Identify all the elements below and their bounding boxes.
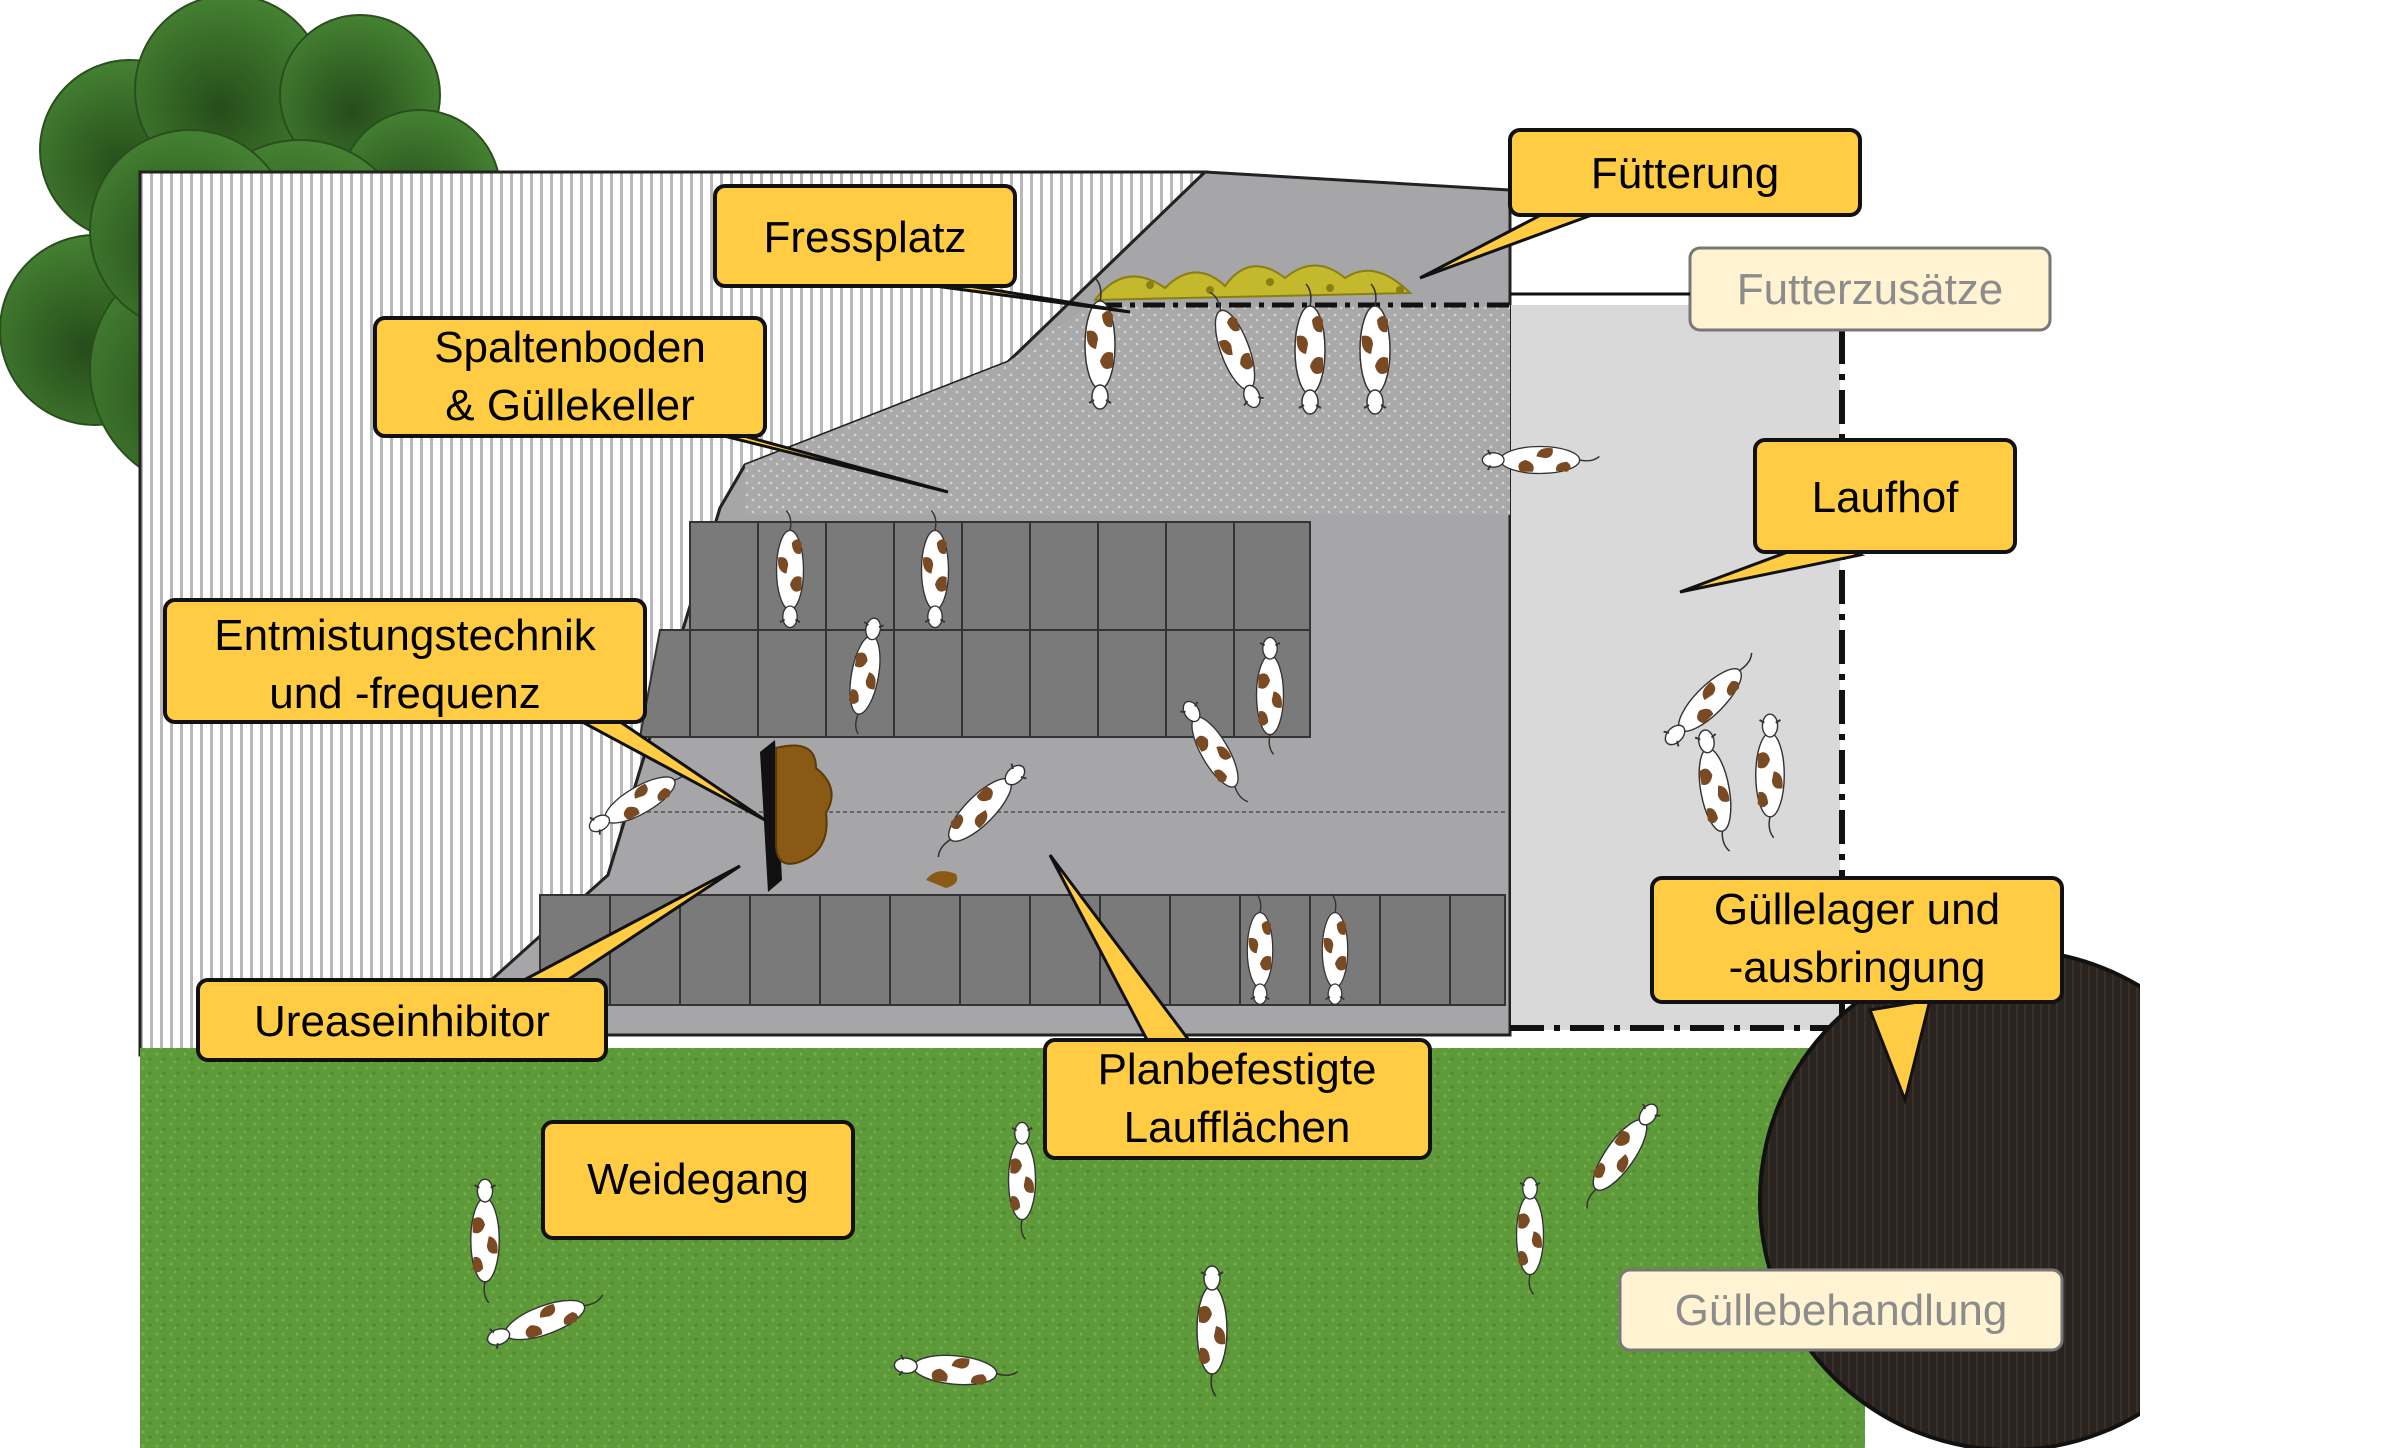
callout-laufhof: Laufhof [1753,438,2017,554]
callout-fuetterung-label: Fütterung [1591,149,1779,198]
callout-guellelager-line2: -ausbringung [1729,943,1986,992]
callout-spaltenboden-line1: Spaltenboden [434,323,706,372]
callout-entmistung: Entmistungstechnik und -frequenz [163,598,647,724]
callout-fressplatz: Fressplatz [713,184,1017,288]
callout-fuetterung: Fütterung [1508,128,1862,217]
callout-planbefestigte-line2: Laufflächen [1124,1103,1351,1152]
callout-weidegang-label: Weidegang [587,1155,809,1204]
slatted-floor-lower [539,894,1506,1006]
callout-guellelager-line1: Güllelager und [1714,885,2000,934]
callout-laufhof-label: Laufhof [1812,473,1960,522]
callout-guellelager: Güllelager und -ausbringung [1650,876,2064,1004]
callout-guellebehandlung-label: Güllebehandlung [1675,1286,2008,1335]
callout-pointers [500,203,1933,1105]
callout-planbefestigte: Planbefestigte Laufflächen [1043,1038,1432,1160]
callout-entmistung-line1: Entmistungstechnik [214,611,597,660]
callout-futterzusaetze-label: Futterzusätze [1737,265,2004,314]
callout-spaltenboden-line2: & Güllekeller [445,381,694,430]
feed-heap-icon [1092,264,1413,302]
callout-entmistung-line2: und -frequenz [269,669,541,718]
callout-ureaseinhibitor: Ureaseinhibitor [196,978,608,1062]
callout-guellebehandlung: Güllebehandlung [1618,1268,2064,1352]
callout-ureaseinhibitor-label: Ureaseinhibitor [254,997,550,1046]
callout-weidegang: Weidegang [541,1120,855,1240]
callout-planbefestigte-line1: Planbefestigte [1098,1045,1377,1094]
callout-fressplatz-label: Fressplatz [764,213,967,262]
manure-store [1758,948,2140,1448]
manure-pile-icon [775,744,958,888]
callout-spaltenboden: Spaltenboden & Güllekeller [373,316,767,438]
callout-futterzusaetze: Futterzusätze [1510,246,2052,332]
pasture [140,1048,1865,1448]
